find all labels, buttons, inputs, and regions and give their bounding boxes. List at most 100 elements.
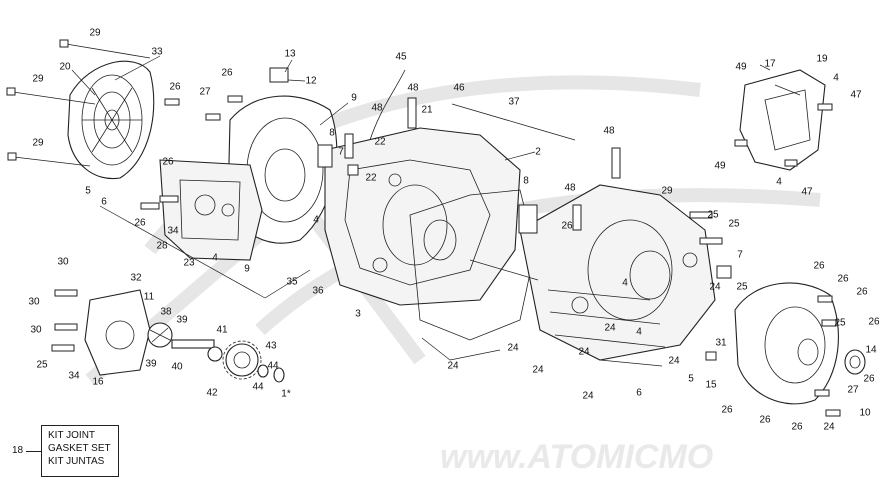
callout-label: 25 bbox=[834, 318, 846, 329]
callout-label: 26 bbox=[134, 218, 146, 229]
callout-label: 7 bbox=[338, 147, 344, 158]
callout-label: 35 bbox=[286, 277, 298, 288]
flywheel-cover bbox=[67, 60, 155, 180]
cap-31 bbox=[844, 349, 866, 375]
callout-label: 26 bbox=[221, 68, 233, 79]
callout-label: 26 bbox=[162, 157, 174, 168]
callout-label: 48 bbox=[371, 103, 383, 114]
callout-label: 34 bbox=[68, 371, 80, 382]
callout-label: 5 bbox=[85, 186, 91, 197]
callout-label: 26 bbox=[813, 261, 825, 272]
rod-37 bbox=[451, 103, 576, 141]
callout-label: 21 bbox=[421, 105, 433, 116]
callout-label: 24 bbox=[709, 282, 721, 293]
callout-label: 9 bbox=[351, 93, 357, 104]
callout-label: 36 bbox=[312, 286, 324, 297]
clutch-cover bbox=[734, 282, 839, 405]
callout-label: 26 bbox=[759, 415, 771, 426]
watermark-text: www.ATOMICMO bbox=[440, 438, 713, 476]
callout-label: 25 bbox=[728, 219, 740, 230]
bolt-set-24 bbox=[547, 289, 666, 367]
callout-label: 19 bbox=[816, 54, 828, 65]
kit-line-1: KIT JOINT bbox=[48, 430, 96, 441]
callout-label: 29 bbox=[32, 74, 44, 85]
water-pump-cover bbox=[84, 289, 151, 376]
callout-label: 15 bbox=[705, 380, 717, 391]
callout-label: 34 bbox=[167, 226, 179, 237]
callout-label: 26 bbox=[868, 317, 880, 328]
callout-label: 20 bbox=[59, 62, 71, 73]
callout-label: 4 bbox=[622, 278, 628, 289]
callout-label: 4 bbox=[776, 177, 782, 188]
callout-label: 12 bbox=[305, 76, 317, 87]
callout-label: 16 bbox=[92, 377, 104, 388]
callout-label: 43 bbox=[265, 341, 277, 352]
callout-label: 26 bbox=[561, 221, 573, 232]
callout-label: 6 bbox=[101, 197, 107, 208]
callout-label: 47 bbox=[850, 90, 862, 101]
callout-label: 24 bbox=[447, 361, 459, 372]
callout-label: 47 bbox=[801, 187, 813, 198]
callout-label: 24 bbox=[507, 343, 519, 354]
callout-label: 13 bbox=[284, 49, 296, 60]
right-crankcase-half bbox=[519, 184, 716, 361]
callout-label: 30 bbox=[30, 325, 42, 336]
callout-label: 24 bbox=[604, 323, 616, 334]
callout-label: 4 bbox=[313, 215, 319, 226]
callout-label: 17 bbox=[764, 59, 776, 70]
callout-label: 24 bbox=[578, 347, 590, 358]
callout-labels: 29 33 20 29 29 26 26 27 13 12 45 9 48 48… bbox=[28, 28, 880, 433]
callout-label: 39 bbox=[145, 359, 157, 370]
callout-label: 48 bbox=[603, 126, 615, 137]
callout-label: 38 bbox=[160, 307, 172, 318]
callout-label: 4 bbox=[636, 327, 642, 338]
callout-label: 24 bbox=[532, 365, 544, 376]
callout-label: 26 bbox=[721, 405, 733, 416]
impeller bbox=[147, 322, 173, 348]
long-bolts bbox=[6, 39, 151, 167]
callout-label: 33 bbox=[151, 47, 163, 58]
callout-label: 46 bbox=[453, 83, 465, 94]
shaft-40 bbox=[171, 339, 223, 362]
kit-line-3: KIT JUNTAS bbox=[48, 456, 105, 467]
callout-label: 42 bbox=[206, 388, 218, 399]
callout-label: 29 bbox=[32, 138, 44, 149]
callout-label: 26 bbox=[856, 287, 868, 298]
callout-label: 37 bbox=[508, 97, 520, 108]
callout-label: 26 bbox=[837, 274, 849, 285]
callout-label: 6 bbox=[636, 388, 642, 399]
callout-label: 25 bbox=[707, 210, 719, 221]
callout-label: 8 bbox=[523, 176, 529, 187]
callout-label: 26 bbox=[791, 422, 803, 433]
callout-label: 26 bbox=[863, 374, 875, 385]
center-gasket bbox=[409, 189, 536, 341]
callout-label: 28 bbox=[156, 241, 168, 252]
callout-label: 10 bbox=[859, 408, 871, 419]
hose-45 bbox=[369, 69, 406, 141]
callout-label: 25 bbox=[736, 282, 748, 293]
callout-label: 24 bbox=[823, 422, 835, 433]
callout-label: 45 bbox=[395, 52, 407, 63]
callout-label: 30 bbox=[57, 257, 69, 268]
callout-label: 4 bbox=[833, 73, 839, 84]
callout-label: 5 bbox=[688, 374, 694, 385]
gasket-kit-box: KIT JOINT GASKET SET KIT JUNTAS bbox=[41, 425, 119, 477]
callout-label: 49 bbox=[735, 62, 747, 73]
callout-label: 48 bbox=[564, 183, 576, 194]
central-crankcase bbox=[324, 127, 521, 306]
gear-42 bbox=[222, 340, 262, 380]
callout-label: 24 bbox=[582, 391, 594, 402]
callout-label: 14 bbox=[865, 345, 877, 356]
callout-label: 11 bbox=[144, 292, 155, 303]
callout-label: 44 bbox=[252, 382, 264, 393]
callout-label: 7 bbox=[737, 250, 743, 261]
callout-label: 4 bbox=[212, 253, 218, 264]
callout-label: 27 bbox=[847, 385, 859, 396]
callout-label: 27 bbox=[199, 87, 211, 98]
callout-label: 30 bbox=[28, 297, 40, 308]
callout-label: 23 bbox=[183, 258, 195, 269]
callout-label: 48 bbox=[407, 83, 419, 94]
callout-label: 44 bbox=[267, 361, 279, 372]
